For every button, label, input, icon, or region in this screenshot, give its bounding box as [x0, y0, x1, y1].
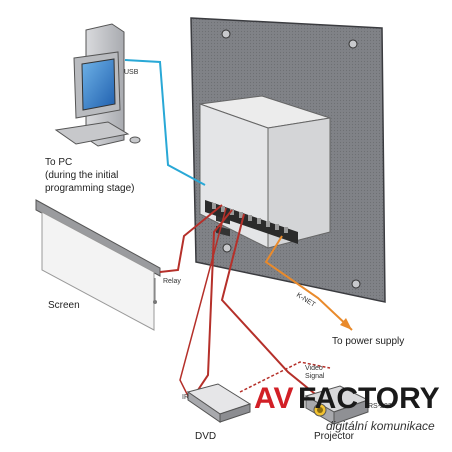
- dvd-player-icon: [188, 384, 250, 422]
- to-pc-label: To PC: [45, 157, 72, 168]
- screw-icon: [223, 244, 231, 252]
- video-signal-label: Video: [305, 365, 323, 372]
- to-pc-label: programming stage): [45, 183, 134, 194]
- video-signal-label: Signal: [305, 373, 325, 380]
- monitor-screen: [82, 59, 115, 110]
- brand-av: AV: [254, 382, 293, 415]
- screw-icon: [352, 280, 360, 288]
- brand-logo: AV FACTORY digitální komunikace: [254, 382, 440, 433]
- screen-label: Screen: [48, 300, 80, 311]
- to-pc-label: (during the initial: [45, 170, 118, 181]
- mouse-icon: [130, 137, 140, 143]
- brand-factory: FACTORY: [298, 382, 440, 415]
- pc-icon: [56, 24, 140, 146]
- usb-label: USB: [124, 69, 139, 76]
- dvd-label: DVD: [195, 431, 216, 442]
- screw-icon: [349, 40, 357, 48]
- brand-tagline: digitální komunikace: [326, 419, 435, 433]
- screw-icon: [222, 30, 230, 38]
- power-label: To power supply: [332, 336, 404, 347]
- ir-label: IR: [182, 394, 189, 401]
- relay-label: Relay: [163, 278, 181, 285]
